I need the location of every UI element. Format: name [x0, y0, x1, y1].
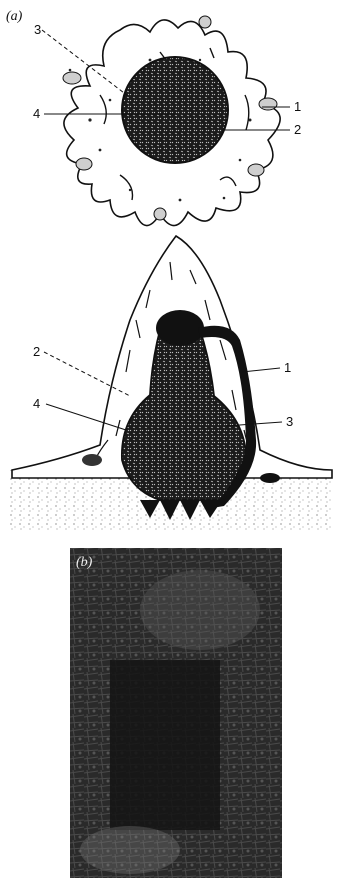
base-object-right	[260, 473, 280, 483]
section-label-1: 1	[284, 360, 291, 375]
panel-a-label: (a)	[6, 9, 23, 24]
photo-shadow-center	[110, 660, 220, 830]
photo-highlight-top	[140, 570, 260, 650]
label-2: 2	[294, 122, 301, 137]
section-leader-1	[242, 368, 280, 372]
photo-panel: (b)	[70, 548, 282, 878]
panel-b-label: (b)	[76, 555, 93, 570]
section-view-diagram: 2 1 4 3	[8, 236, 334, 530]
section-label-2: 2	[33, 344, 40, 359]
photo-highlight-bottom	[80, 826, 180, 874]
gland-cap	[156, 310, 204, 346]
base-object-left	[82, 454, 102, 466]
top-view-diagram: 3 4 1 2	[33, 16, 301, 226]
section-label-4: 4	[33, 396, 40, 411]
section-label-3: 3	[286, 414, 293, 429]
nucleus-circle	[122, 57, 228, 163]
label-4: 4	[33, 106, 40, 121]
label-1: 1	[294, 99, 301, 114]
label-3: 3	[34, 22, 41, 37]
